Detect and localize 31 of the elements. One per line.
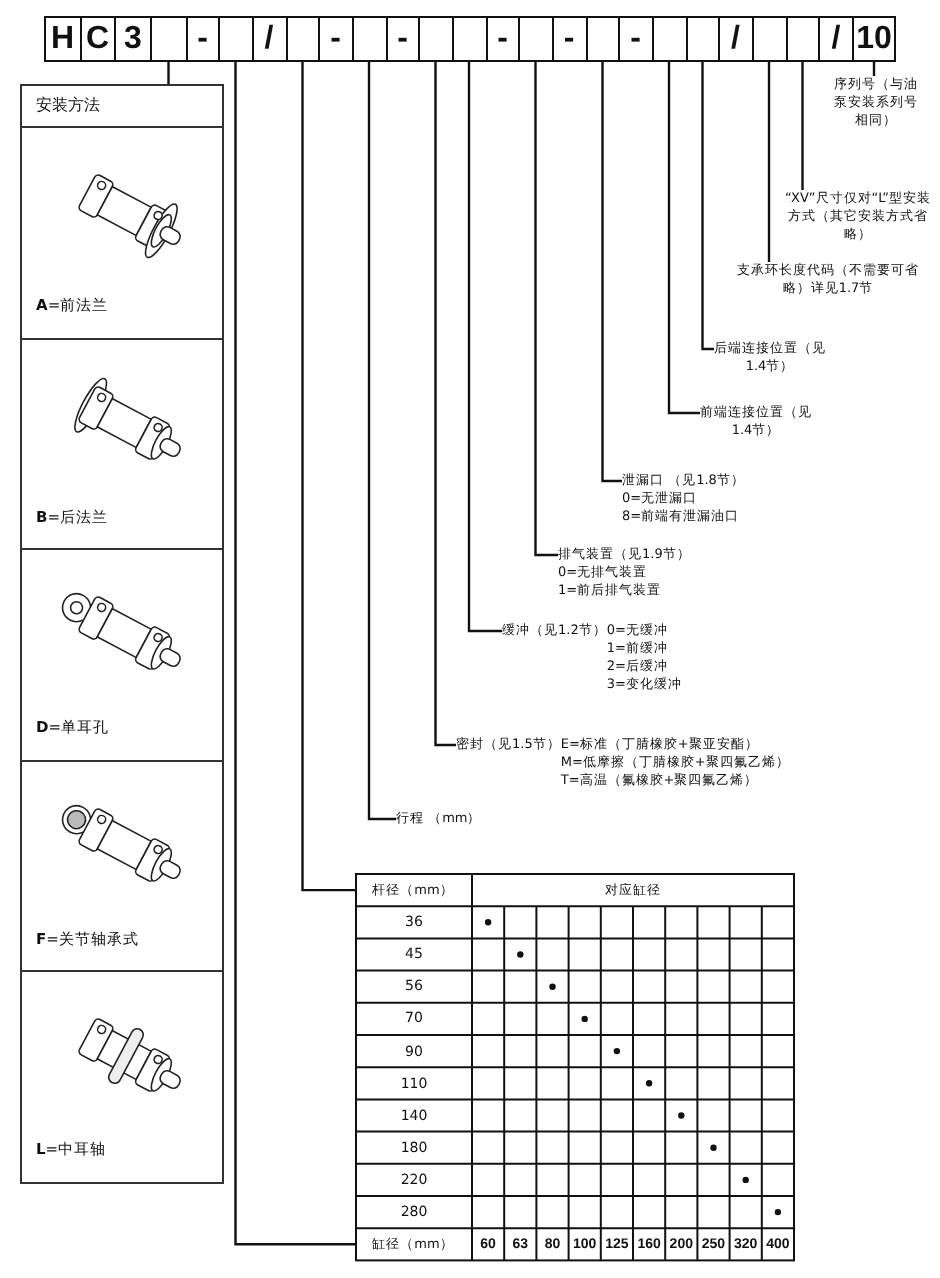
leader-line bbox=[234, 62, 356, 1246]
leader-line bbox=[434, 62, 456, 747]
panel-heading: 安装方法 bbox=[22, 86, 222, 128]
code-blank-box bbox=[418, 16, 453, 62]
code-character-box: H bbox=[44, 16, 81, 62]
code-character-box: - bbox=[618, 16, 653, 62]
leader-line bbox=[601, 62, 622, 483]
code-character-box: 10 bbox=[852, 16, 896, 62]
leader-line bbox=[467, 62, 502, 633]
code-character-box: 3 bbox=[114, 16, 152, 62]
leader-line bbox=[801, 62, 804, 190]
leader-line bbox=[767, 62, 771, 262]
mounting-panel bbox=[20, 84, 224, 1184]
code-character-box: - bbox=[551, 16, 587, 62]
code-character-box: / bbox=[818, 16, 854, 62]
code-blank-box bbox=[351, 16, 387, 62]
code-blank-box bbox=[150, 16, 187, 62]
code-character-box: - bbox=[318, 16, 353, 62]
code-blank-box bbox=[451, 16, 487, 62]
code-character-box: / bbox=[251, 16, 287, 62]
leader-line bbox=[667, 62, 700, 415]
code-blank-box bbox=[651, 16, 687, 62]
leader-line bbox=[167, 62, 170, 84]
leader-line bbox=[301, 62, 356, 892]
code-blank-box bbox=[518, 16, 553, 62]
code-blank-box bbox=[218, 16, 253, 62]
code-character-box: / bbox=[718, 16, 753, 62]
leader-line bbox=[367, 62, 396, 821]
leader-line bbox=[701, 62, 714, 351]
code-blank-box bbox=[751, 16, 787, 62]
leader-line bbox=[534, 62, 558, 557]
